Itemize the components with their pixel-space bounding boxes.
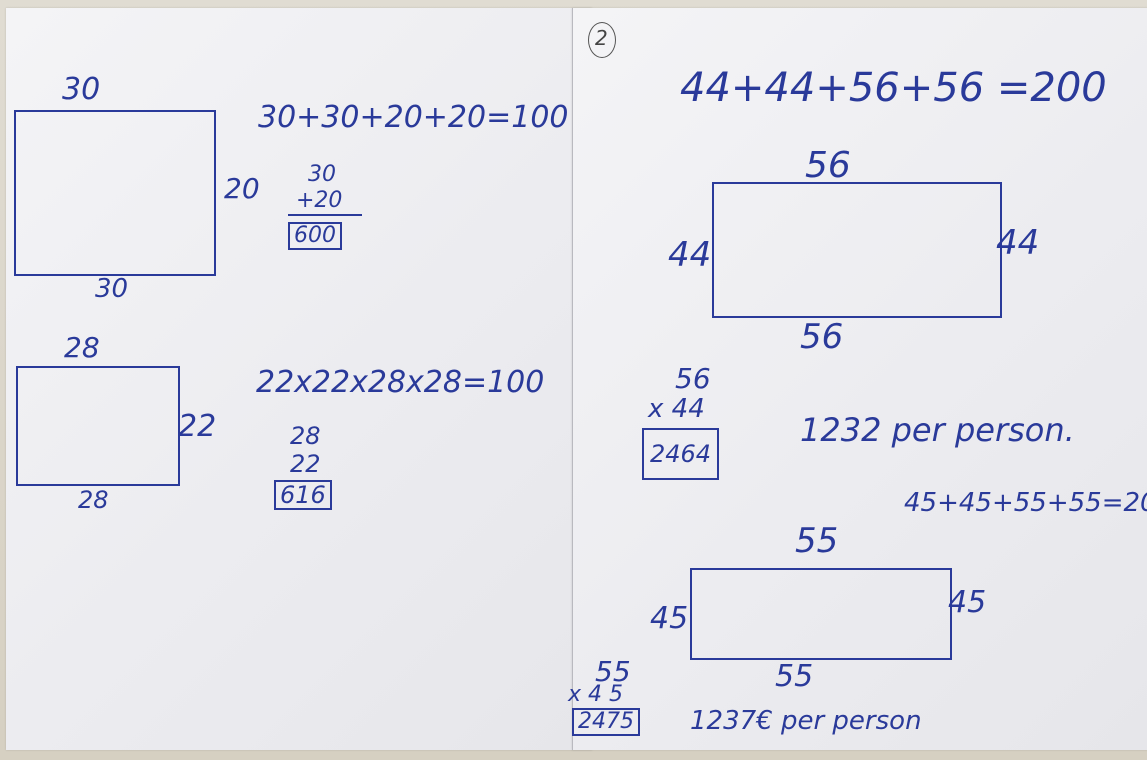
right-rect2-left-label: 45 <box>650 601 689 636</box>
right-mult2-a: 55 <box>595 655 631 688</box>
right-rect1-bottom-label: 56 <box>800 317 844 357</box>
rectangle-55x45 <box>690 568 952 660</box>
paper-sheet-right <box>572 8 1147 750</box>
page-number-circle <box>588 22 616 58</box>
mult2-result: 616 <box>274 480 332 510</box>
right-mult1-b: x 44 <box>648 394 705 424</box>
rect1-right-label: 20 <box>224 172 260 205</box>
left-equation-2: 22x22x28x28=100 <box>256 365 545 400</box>
per-person-note-1: 1232 per person. <box>800 411 1075 449</box>
mult1-result: 600 <box>288 222 342 250</box>
mult1-b: +20 <box>296 188 343 213</box>
right-equation-1: 44+44+56+56 =200 <box>680 65 1107 111</box>
right-rect2-top-label: 55 <box>795 521 839 561</box>
rect1-top-label: 30 <box>62 72 101 107</box>
rect1-bottom-label: 30 <box>95 274 129 304</box>
rectangle-30x20 <box>14 110 216 276</box>
mult2-a: 28 <box>290 422 321 450</box>
right-rect1-left-label: 44 <box>668 235 712 275</box>
mult1-a: 30 <box>308 162 336 187</box>
rect2-bottom-label: 28 <box>78 486 109 514</box>
mult1-line <box>288 214 362 216</box>
right-mult2-b: x 4 5 <box>568 682 623 707</box>
per-person-note-2: 1237€ per person <box>690 706 922 736</box>
right-rect1-right-label: 44 <box>996 223 1040 263</box>
rect2-top-label: 28 <box>64 331 100 364</box>
rectangle-56x44 <box>712 182 1002 318</box>
right-equation-2: 45+45+55+55=20 <box>904 488 1147 518</box>
rect2-right-label: 22 <box>178 409 217 444</box>
right-rect2-right-label: 45 <box>948 585 987 620</box>
right-mult1-result: 2464 <box>642 428 720 480</box>
right-rect1-top-label: 56 <box>805 145 851 186</box>
paper-sheet-left <box>6 8 592 750</box>
right-mult2-result: 2475 <box>572 708 640 736</box>
right-rect2-bottom-label: 55 <box>775 659 814 694</box>
mult2-b: 22 <box>290 450 321 478</box>
left-equation-1: 30+30+20+20=100 <box>258 100 569 135</box>
rectangle-28x22 <box>16 366 180 486</box>
page-number: 2 <box>595 26 608 50</box>
right-mult1-a: 56 <box>675 362 711 395</box>
